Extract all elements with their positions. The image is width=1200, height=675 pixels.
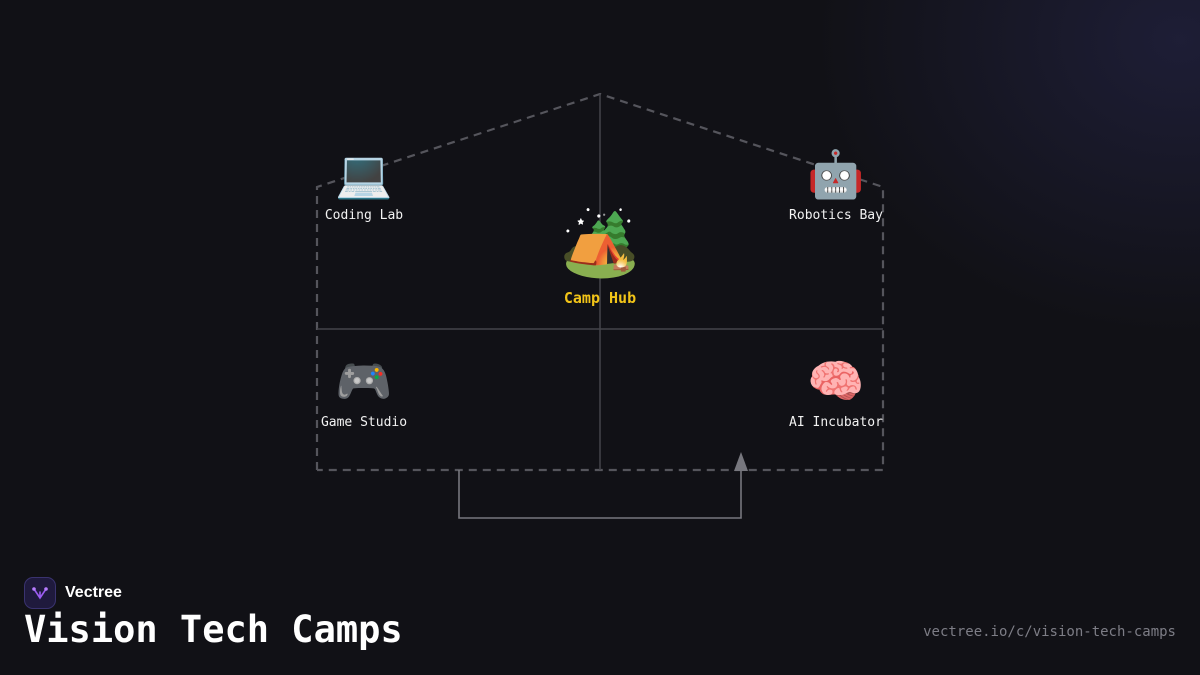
page-title: Vision Tech Camps (24, 608, 403, 651)
node-label: Game Studio (320, 415, 408, 430)
house-outline (315, 92, 885, 472)
node-camp-hub: 🏕️ Camp Hub (560, 207, 640, 307)
connector-line (458, 462, 742, 519)
node-label: Coding Lab (324, 208, 404, 223)
node-game-studio: 🎮 Game Studio (321, 353, 407, 430)
node-coding-lab: 💻 Coding Lab (325, 146, 403, 223)
laptop-icon: 💻 (335, 147, 393, 201)
node-robotics-bay: 🤖 Robotics Bay (789, 146, 883, 223)
brain-icon: 🧠 (807, 354, 865, 408)
camping-icon: 🏕️ (560, 207, 640, 281)
brand-name: Vectree (65, 584, 122, 601)
hub-label: Camp Hub (563, 289, 637, 307)
page-url[interactable]: vectree.io/c/vision-tech-camps (923, 624, 1176, 640)
node-ai-incubator: 🧠 AI Incubator (789, 353, 883, 430)
node-label: AI Incubator (789, 415, 883, 430)
connector-arrowhead (734, 452, 748, 471)
game-controller-icon: 🎮 (335, 354, 393, 408)
brand: Vectree (24, 577, 122, 609)
vectree-logo-icon (24, 577, 56, 609)
robot-icon: 🤖 (807, 147, 865, 201)
node-label: Robotics Bay (789, 208, 883, 223)
